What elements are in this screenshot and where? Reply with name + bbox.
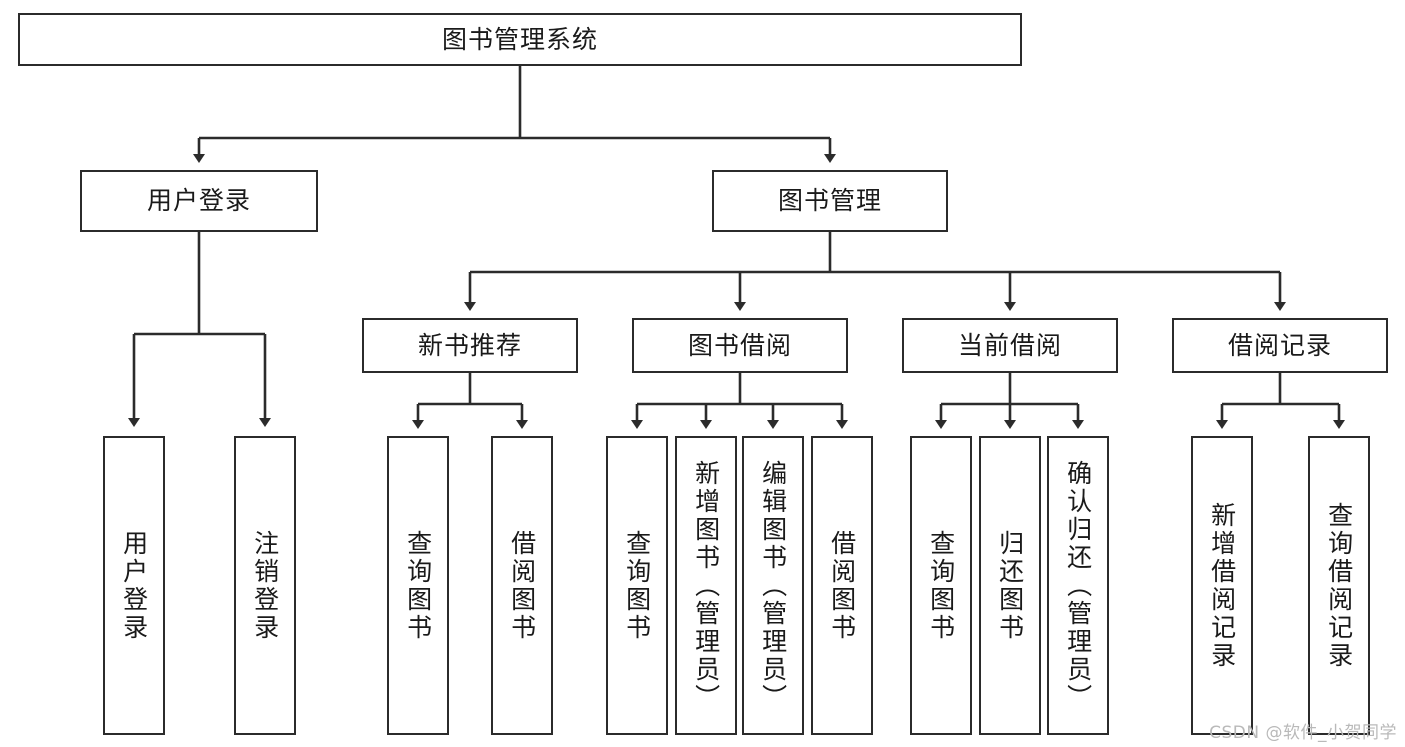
node-label: 新增图书（管理员） — [691, 459, 721, 712]
node-label: 查询图书 — [403, 529, 433, 642]
node-borrow-records[interactable]: 借阅记录 — [1172, 318, 1388, 373]
leaf-return-book[interactable]: 归还图书 — [979, 436, 1041, 735]
node-label: 归还图书 — [995, 529, 1025, 642]
leaf-query-book-borrow[interactable]: 查询图书 — [606, 436, 668, 735]
node-label: 新增借阅记录 — [1207, 501, 1237, 670]
node-label: 注销登录 — [250, 529, 280, 642]
node-book-management[interactable]: 图书管理 — [712, 170, 948, 232]
node-label: 新书推荐 — [417, 330, 522, 360]
node-current-borrow[interactable]: 当前借阅 — [902, 318, 1118, 373]
leaf-confirm-return-admin[interactable]: 确认归还（管理员） — [1047, 436, 1109, 735]
node-label: 借阅记录 — [1227, 330, 1332, 360]
node-new-book-recommend[interactable]: 新书推荐 — [362, 318, 578, 373]
leaf-query-borrow-record[interactable]: 查询借阅记录 — [1308, 436, 1370, 735]
leaf-user-login[interactable]: 用户登录 — [103, 436, 165, 735]
leaf-add-borrow-record[interactable]: 新增借阅记录 — [1191, 436, 1253, 735]
leaf-borrow-book-new[interactable]: 借阅图书 — [491, 436, 553, 735]
node-label: 用户登录 — [119, 529, 149, 642]
node-label: 图书管理 — [777, 186, 882, 215]
node-label: 编辑图书（管理员） — [758, 459, 788, 712]
leaf-edit-book-admin[interactable]: 编辑图书（管理员） — [742, 436, 804, 735]
csdn-watermark: CSDN @软件_小贺同学 — [1209, 723, 1397, 743]
node-label: 确认归还（管理员） — [1063, 459, 1093, 712]
node-label: 查询借阅记录 — [1324, 501, 1354, 670]
leaf-borrow-book[interactable]: 借阅图书 — [811, 436, 873, 735]
node-label: 查询图书 — [926, 529, 956, 642]
node-label: 图书借阅 — [687, 330, 792, 360]
node-label: 借阅图书 — [507, 529, 537, 642]
leaf-add-book-admin[interactable]: 新增图书（管理员） — [675, 436, 737, 735]
node-user-login[interactable]: 用户登录 — [80, 170, 318, 232]
node-label: 借阅图书 — [827, 529, 857, 642]
leaf-query-book-current[interactable]: 查询图书 — [910, 436, 972, 735]
node-label: 图书管理系统 — [441, 24, 598, 54]
leaf-logout[interactable]: 注销登录 — [234, 436, 296, 735]
node-label: 当前借阅 — [957, 330, 1062, 360]
node-label: 查询图书 — [622, 529, 652, 642]
node-label: 用户登录 — [146, 186, 251, 215]
leaf-query-book-new[interactable]: 查询图书 — [387, 436, 449, 735]
node-book-borrow[interactable]: 图书借阅 — [632, 318, 848, 373]
node-root-library-system[interactable]: 图书管理系统 — [18, 13, 1022, 66]
